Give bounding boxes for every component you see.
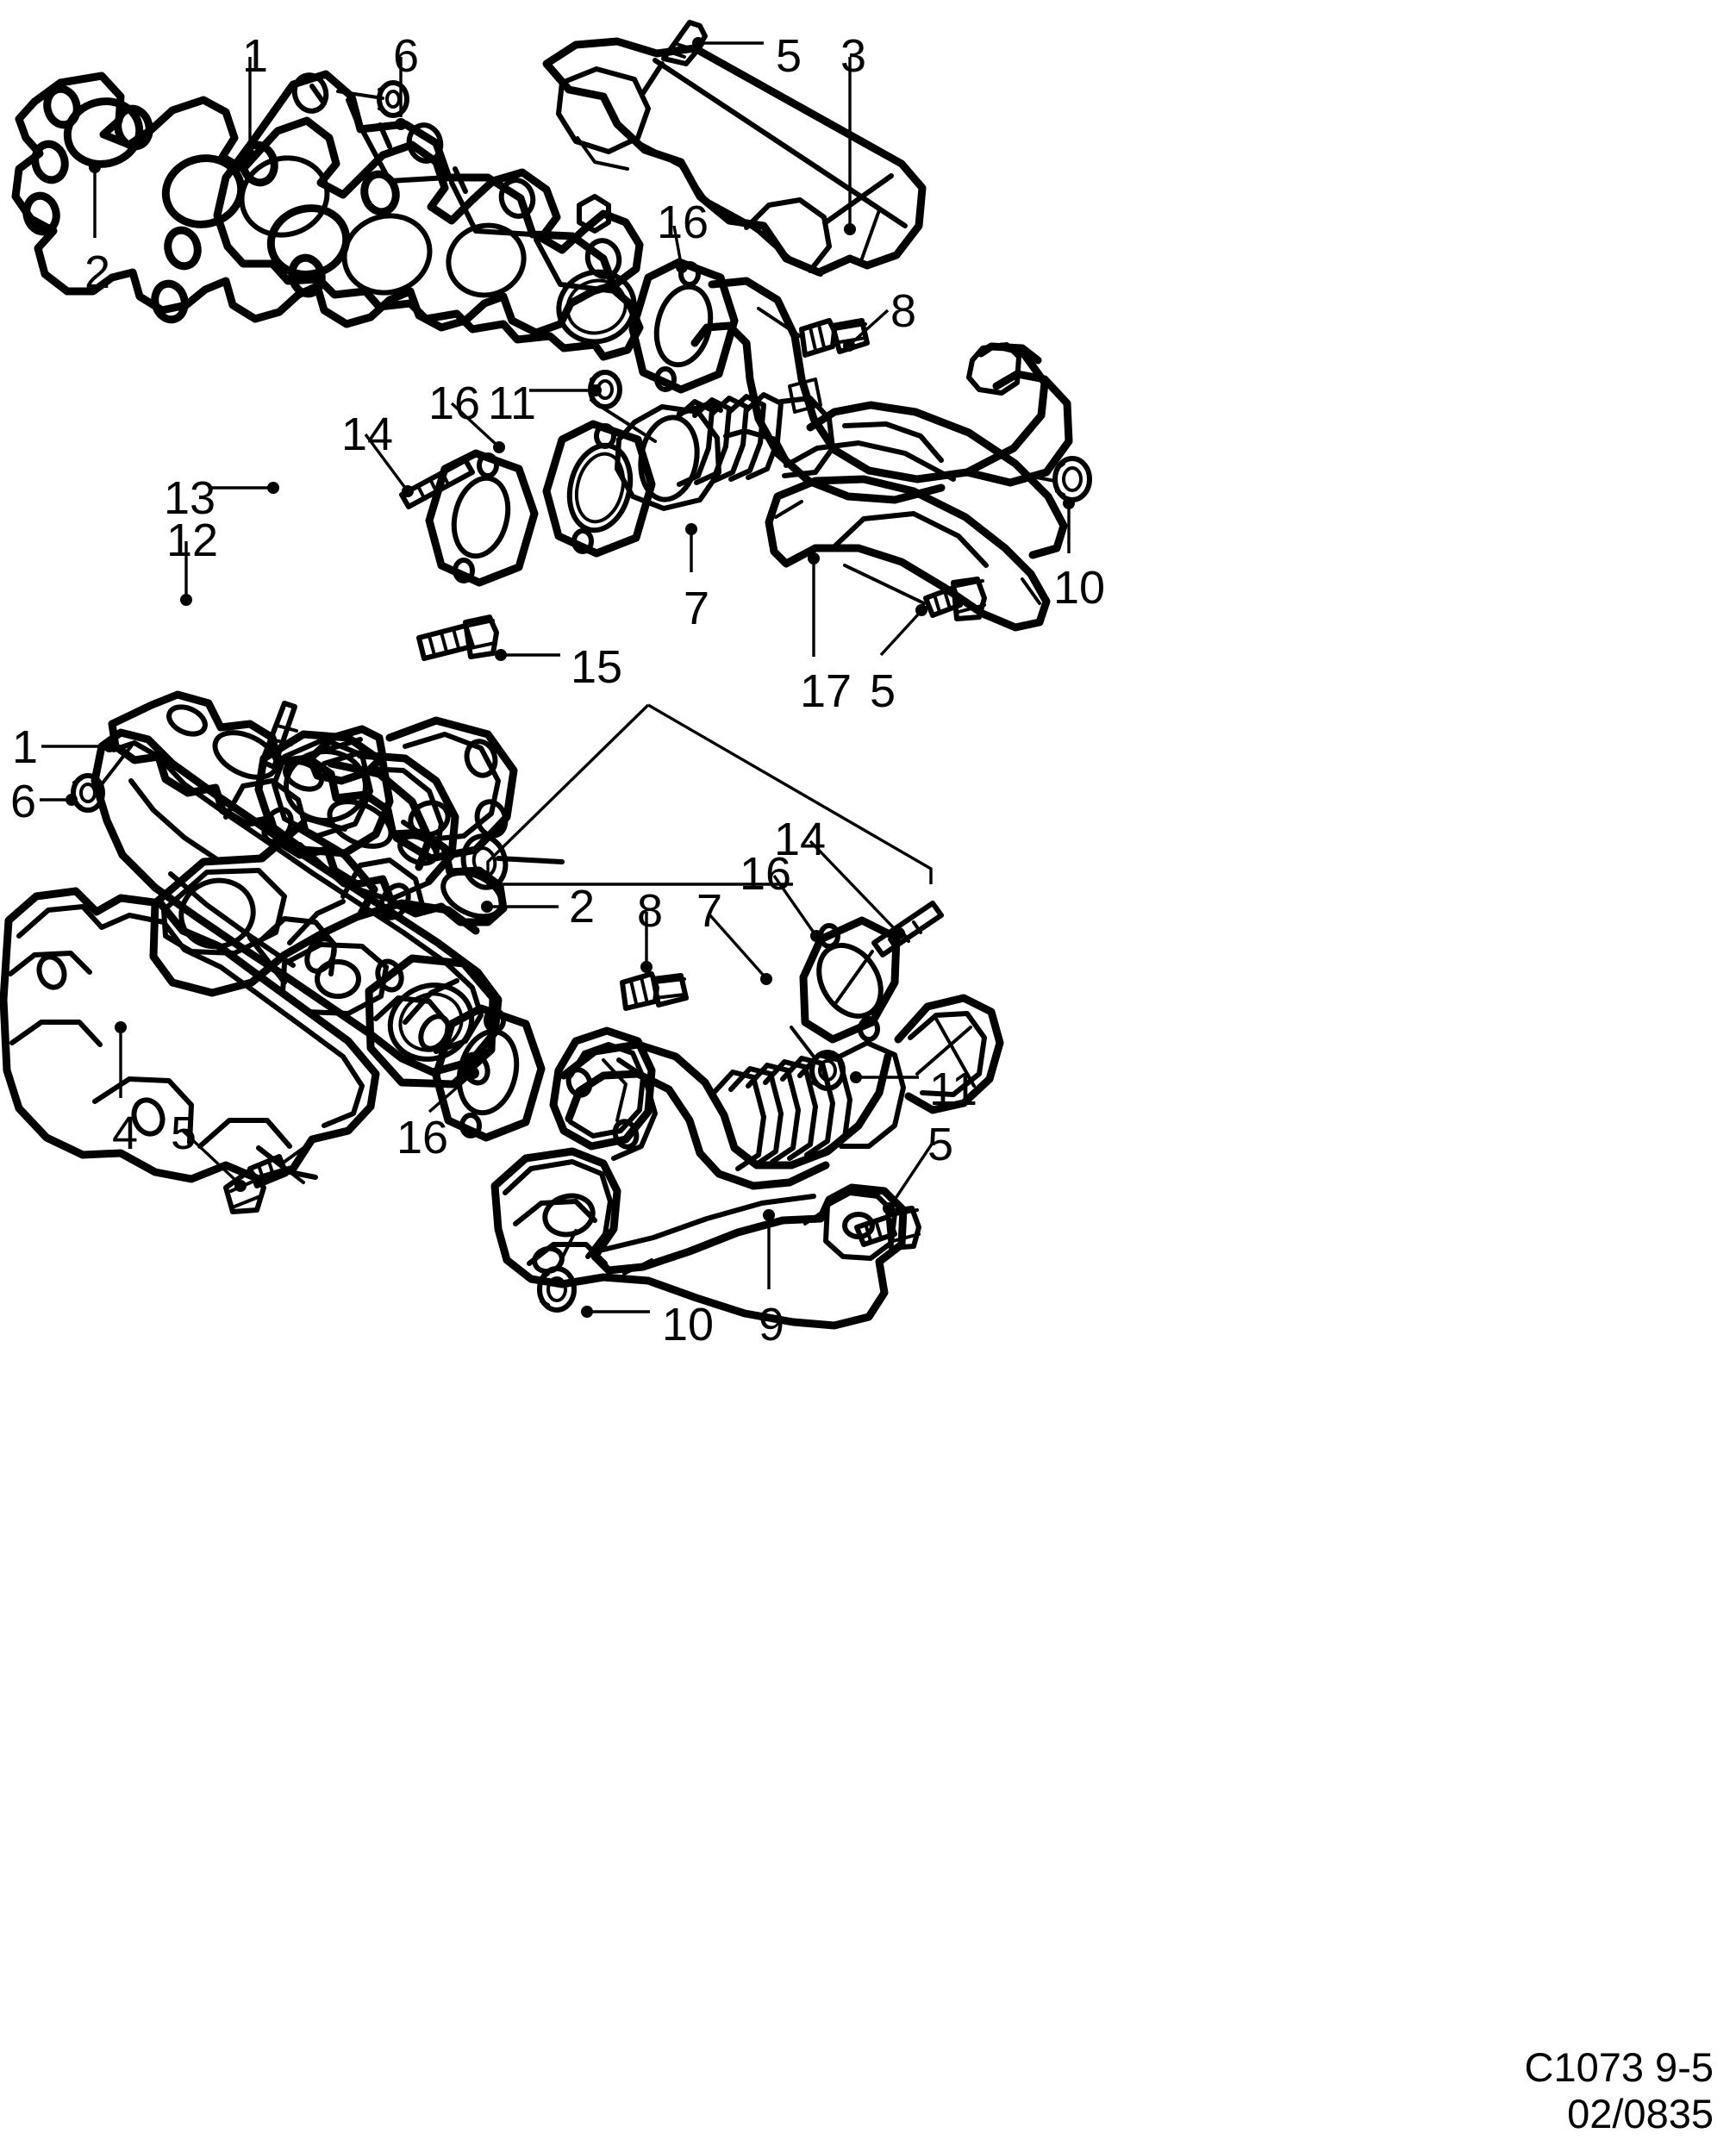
callout-c6-top: 6 [393, 30, 420, 82]
callout-c16-c: 16 [740, 848, 792, 900]
converter-nut-10-upper [1026, 456, 1092, 502]
footer-reference-code: C1073 9-5 [1524, 2043, 1714, 2090]
upper-heat-shield [542, 37, 927, 277]
callout-c12: 12 [166, 515, 219, 566]
exhaust-downpipe-lower [549, 994, 1004, 1190]
callout-c2-lower: 2 [569, 881, 596, 933]
callout-c1-lower: 1 [12, 721, 39, 773]
callout-c14-a: 14 [341, 409, 394, 460]
downpipe-nut-11b [790, 1026, 846, 1091]
downpipe-bolt-8b [620, 971, 689, 1011]
downpipe-flange-upper [542, 420, 656, 558]
callout-c10-b: 10 [662, 1299, 715, 1350]
callout-c5-mid: 5 [870, 665, 896, 717]
heat-shield-bolt-upper-glyph [640, 20, 708, 96]
lower-heat-shield [0, 887, 380, 1184]
callout-c16-a: 16 [657, 196, 709, 248]
callout-c8-a: 8 [890, 285, 917, 337]
callout-c14-b: 14 [774, 814, 827, 865]
callout-c16-b: 16 [428, 377, 481, 429]
heat-shield-bolt-5-mid [843, 564, 987, 621]
callout-c7-b: 7 [696, 885, 723, 937]
callout-c5-lowright: 5 [927, 1119, 954, 1170]
heat-shield-bolt-5-lowerright [854, 1206, 921, 1251]
manifold-nut-upper-glyph [336, 80, 409, 118]
callout-c9: 9 [759, 1299, 785, 1350]
footer-reference: C1073 9-5 02/0835 [1525, 2044, 1714, 2138]
converter-and-shield-upper [765, 401, 1068, 632]
callout-c1-top: 1 [242, 30, 269, 82]
callout-c5-lowleft: 5 [171, 1107, 197, 1159]
callout-c11-b: 11 [929, 1064, 978, 1115]
callout-c17: 17 [800, 665, 852, 717]
callout-c13: 13 [164, 472, 216, 524]
manifold-nut-lower-glyph [71, 745, 133, 813]
egr-valve-bolt-15 [416, 614, 499, 661]
callout-c16-d: 16 [397, 1112, 449, 1163]
downpipe-bolt-8a [757, 307, 870, 358]
upper-manifold-gasket [11, 72, 644, 337]
callout-c3-top: 3 [840, 30, 867, 82]
flange-gasket-16-d [432, 1004, 546, 1142]
callout-c4: 4 [112, 1107, 139, 1159]
callout-c2-left: 2 [84, 246, 111, 298]
callout-c15: 15 [571, 641, 623, 693]
egr-valve-assembly [149, 725, 565, 1016]
callout-c10-a: 10 [1053, 562, 1106, 614]
callout-c5-top: 5 [776, 30, 802, 82]
callout-c8-b: 8 [637, 885, 664, 937]
upper-exhaust-manifold [213, 70, 644, 361]
callout-c11-a: 11 [488, 377, 537, 429]
flange-gasket-16-b [425, 449, 539, 587]
detail-construction-lines [486, 703, 933, 886]
leader-lines [40, 37, 1075, 1318]
exhaust-downpipe-upper [615, 277, 1073, 511]
converter-nut-10-lower [537, 1229, 578, 1313]
callout-c7-a: 7 [684, 583, 710, 634]
footer-revision-code: 02/0835 [1567, 2091, 1714, 2137]
flange-gasket-16-a [628, 258, 739, 394]
callout-c6-lower: 6 [10, 776, 37, 827]
